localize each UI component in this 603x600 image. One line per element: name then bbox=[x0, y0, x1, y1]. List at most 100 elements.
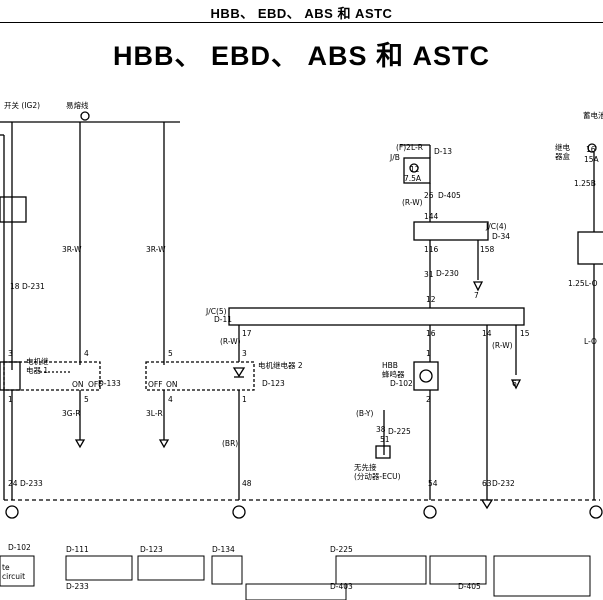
connector-d13: D-13 bbox=[434, 147, 452, 156]
relay1-off: OFF bbox=[88, 380, 103, 389]
pin-4-relay2: 4 bbox=[168, 395, 173, 404]
bottom-d123: D-123 bbox=[140, 545, 163, 554]
wire-label-125l: 1.25L-O bbox=[568, 279, 598, 288]
wire-label-3gr: 3G-R bbox=[62, 409, 81, 418]
running-header: HBB、 EBD、 ABS 和 ASTC bbox=[210, 6, 393, 21]
pin-48: 48 bbox=[242, 479, 252, 488]
pin-2-buzzer: 2 bbox=[426, 395, 431, 404]
connector-d34: D-34 bbox=[492, 232, 510, 241]
pin-18: 18 bbox=[10, 282, 20, 291]
pin-4-relay1: 4 bbox=[84, 349, 89, 358]
wire-label-rw-2: (R-W) bbox=[220, 337, 241, 346]
no-hbb-marker bbox=[375, 445, 391, 459]
wire-label-by: (B-Y) bbox=[356, 409, 373, 418]
label-no-hbb: 无先接(分动器-ECU) bbox=[354, 462, 401, 481]
relay1-on: ON bbox=[72, 380, 84, 389]
connector-d233: D-233 bbox=[20, 479, 43, 488]
right-relay-box bbox=[577, 231, 603, 265]
wire-label-3rw-b: 3R-W bbox=[146, 245, 166, 254]
pin-38: 38 bbox=[376, 425, 386, 434]
pin-5-relay2: 5 bbox=[168, 349, 173, 358]
bottom-d405: D-405 bbox=[458, 582, 481, 591]
connector-d133: D-133 bbox=[98, 379, 121, 388]
wire-label-2lr: (F)2L-R bbox=[396, 143, 423, 152]
connector-d102: D-102 bbox=[390, 379, 413, 388]
bottom-d233: D-233 bbox=[66, 582, 89, 591]
label-motor-relay-1: 电机继电器 1 bbox=[26, 356, 49, 375]
relay2-off: OFF bbox=[148, 380, 163, 389]
pin-1-buzzer: 1 bbox=[426, 349, 431, 358]
label-relay-box: 继电器盒 bbox=[555, 142, 570, 161]
pin-63: 63 bbox=[482, 479, 492, 488]
connector-d230: D-230 bbox=[436, 269, 459, 278]
pin-144: 144 bbox=[424, 212, 439, 221]
relay2-diode-icon bbox=[232, 367, 246, 378]
fusible-link-node bbox=[80, 111, 90, 121]
transistor-icons bbox=[5, 499, 603, 519]
pin-1-left: 1 bbox=[8, 395, 13, 404]
fuse-16: 16 bbox=[586, 145, 596, 154]
bottom-d134: D-134 bbox=[212, 545, 235, 554]
label-battery: 蓄电池 bbox=[583, 110, 603, 120]
connector-d123: D-123 bbox=[262, 379, 285, 388]
left-relay-box bbox=[0, 196, 27, 223]
page-title: HBB、 EBD、 ABS 和 ASTC bbox=[112, 41, 490, 71]
relay2-ground-marker bbox=[158, 439, 170, 449]
connector-d405: D-405 bbox=[438, 191, 461, 200]
wire-label-3lr: 3L-R bbox=[146, 409, 163, 418]
relay1-ground-marker bbox=[74, 439, 86, 449]
connector-d231: D-231 bbox=[22, 282, 45, 291]
label-fusible-link: 易熔线 bbox=[66, 100, 89, 110]
pin-6: 6 bbox=[512, 379, 517, 388]
pin-16: 16 bbox=[426, 329, 436, 338]
pin-3-relay2: 3 bbox=[242, 349, 247, 358]
label-ig2-switch: 开关 (IG2) bbox=[4, 100, 40, 110]
label-motor-relay-2: 电机继电器 2 bbox=[258, 360, 303, 370]
pin-12: 12 bbox=[426, 295, 436, 304]
fuse-12: 12 bbox=[410, 165, 420, 174]
wire-label-rw-3: (R-W) bbox=[492, 341, 513, 350]
bottom-d111: D-111 bbox=[66, 545, 89, 554]
wire-label-rw-1: (R-W) bbox=[402, 198, 423, 207]
label-jb: J/B bbox=[389, 153, 400, 162]
pin-24: 24 bbox=[8, 479, 18, 488]
hbb-buzzer-box bbox=[413, 361, 439, 391]
pin-51: 51 bbox=[380, 435, 390, 444]
motor-relay-2-box bbox=[145, 361, 255, 391]
fuse-16-rating: 15A bbox=[584, 155, 600, 164]
pin-3-left: 3 bbox=[8, 349, 13, 358]
label-jc5: J/C(5) bbox=[205, 307, 227, 316]
pin-17: 17 bbox=[242, 329, 252, 338]
pin-5-relay1: 5 bbox=[84, 395, 89, 404]
pin-116: 116 bbox=[424, 245, 439, 254]
bottom-d102: D-102 bbox=[8, 543, 31, 552]
wire-label-br: (BR) bbox=[222, 439, 238, 448]
label-jc4: J/C(4) bbox=[485, 222, 507, 231]
jc5-ground-marker bbox=[510, 379, 522, 390]
fuse-12-rating: 7.5A bbox=[404, 174, 422, 183]
wire-label-125: 1.25B bbox=[574, 179, 596, 188]
connector-d225: D-225 bbox=[388, 427, 411, 436]
connector-d232: D-232 bbox=[492, 479, 515, 488]
jb-fuse-12 bbox=[409, 163, 419, 173]
connector-d11: D-11 bbox=[214, 315, 232, 324]
pin-15: 15 bbox=[520, 329, 530, 338]
header-rule bbox=[0, 22, 603, 23]
buzzer-icon bbox=[419, 369, 433, 383]
left-partial-box bbox=[0, 361, 21, 391]
pin-14: 14 bbox=[482, 329, 492, 338]
relay2-on: ON bbox=[166, 380, 178, 389]
right-fuse-16 bbox=[587, 143, 597, 153]
wire-label-lo: L-O bbox=[584, 337, 597, 346]
pin-54: 54 bbox=[428, 479, 438, 488]
jb-fuse-box bbox=[403, 157, 431, 184]
connector-thumbnails bbox=[0, 555, 591, 600]
pin-7: 7 bbox=[474, 291, 479, 300]
pin-158: 158 bbox=[480, 245, 495, 254]
junction-connector-5 bbox=[228, 307, 525, 326]
pin-31: 31 bbox=[424, 270, 434, 279]
junction-connector-4 bbox=[413, 221, 489, 241]
